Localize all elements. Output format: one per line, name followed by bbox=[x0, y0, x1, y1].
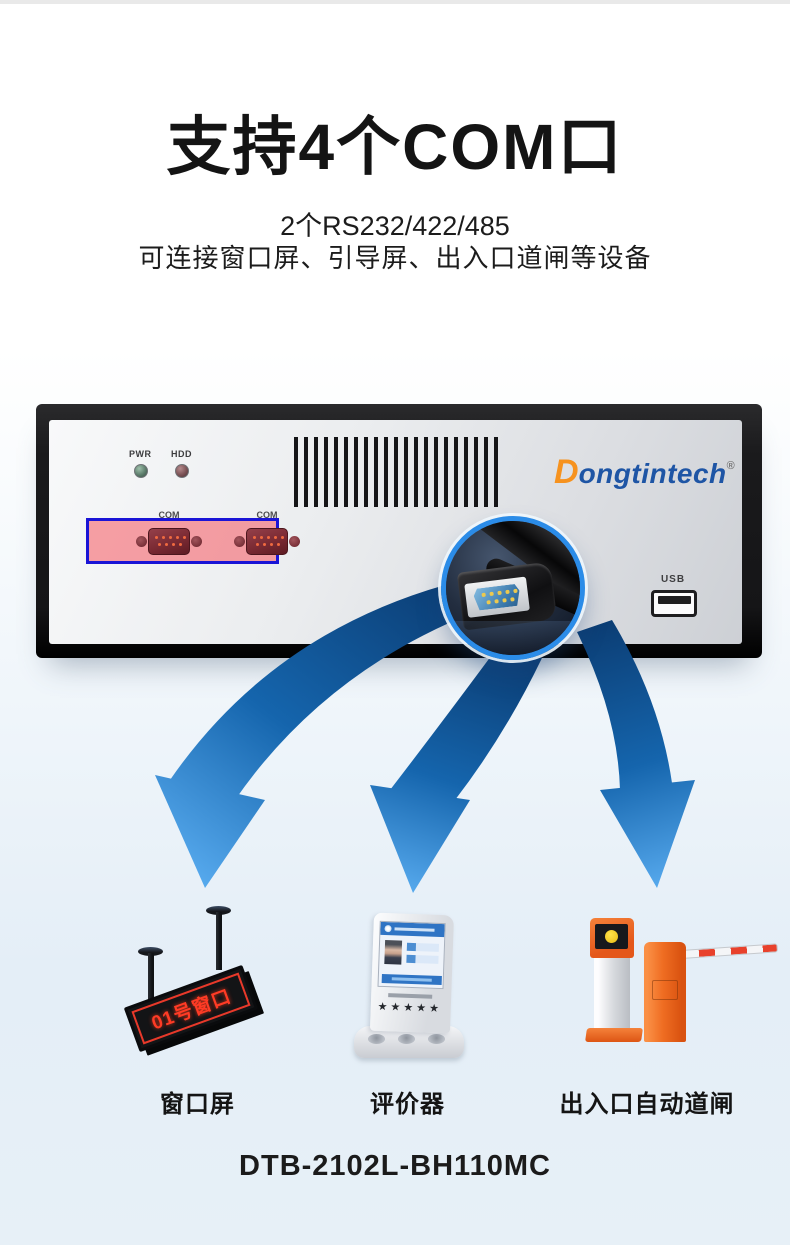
peripheral-label-barrier-gate: 出入口自动道闸 bbox=[559, 1091, 735, 1118]
peripheral-label-window-display: 窗口屏 bbox=[160, 1091, 235, 1118]
rating-caption-line bbox=[388, 993, 433, 999]
subtitle-line-2: 可连接窗口屏、引导屏、出入口道闸等设备 bbox=[138, 243, 652, 273]
staff-info-line bbox=[406, 954, 439, 964]
rating-stars: ★★★★★ bbox=[377, 1000, 443, 1016]
emblem-icon bbox=[384, 925, 392, 933]
connector-faceplate bbox=[464, 576, 530, 618]
hanger-rod bbox=[148, 953, 154, 1001]
industrial-pc: PWR HDD COM COM bbox=[36, 404, 762, 658]
brand-logo: Dongtintech® bbox=[554, 453, 739, 492]
barrier-cabinet bbox=[644, 942, 686, 1042]
com-port-label: COM bbox=[256, 510, 278, 520]
subtitle-line-1: 2个RS232/422/485 bbox=[280, 211, 510, 241]
top-divider bbox=[0, 0, 790, 4]
barrier-arm bbox=[681, 943, 779, 959]
hanger-rod bbox=[216, 912, 222, 970]
usb-tongue bbox=[658, 596, 691, 604]
evaluator-button bbox=[428, 1034, 445, 1044]
screw-ear bbox=[136, 536, 147, 547]
led-display-panel: 01号窗口 bbox=[123, 964, 259, 1053]
registered-trademark-icon: ® bbox=[726, 460, 735, 472]
screw-ear bbox=[289, 536, 300, 547]
evaluator-screen bbox=[377, 920, 446, 990]
serial-port-icon bbox=[136, 528, 202, 556]
screen-header bbox=[380, 921, 445, 938]
screen-header-text bbox=[394, 927, 435, 932]
serial-cable-callout bbox=[441, 516, 585, 660]
com-port-label: COM bbox=[158, 510, 180, 520]
com-highlight-box: COM COM bbox=[86, 510, 300, 564]
ticket-kiosk-head bbox=[590, 918, 634, 958]
ceiling-mount-icon bbox=[206, 906, 231, 915]
usb-label: USB bbox=[660, 574, 686, 585]
staff-photo bbox=[384, 940, 403, 965]
db9-body bbox=[246, 528, 288, 555]
arrow-left-icon bbox=[155, 585, 480, 888]
brand-name: ongtintech bbox=[578, 458, 727, 489]
rating-area: ★★★★★ bbox=[371, 993, 450, 1016]
pwr-led-label: PWR bbox=[129, 449, 152, 459]
brand-initial: D bbox=[554, 453, 579, 491]
evaluator-button bbox=[368, 1034, 385, 1044]
staff-info-line bbox=[406, 942, 440, 952]
ceiling-mount-icon bbox=[138, 947, 163, 956]
peripheral-evaluator: ★★★★★ bbox=[350, 898, 472, 1062]
vent-grille-icon bbox=[294, 437, 500, 507]
db9-body bbox=[148, 528, 190, 555]
screw-ear bbox=[234, 536, 245, 547]
serial-port-icon bbox=[234, 528, 300, 556]
cabinet-seam bbox=[652, 980, 678, 1000]
usb-port-icon bbox=[651, 590, 697, 617]
callout-reflection bbox=[446, 621, 580, 655]
model-number: DTB-2102L-BH110MC bbox=[239, 1150, 551, 1182]
arrow-middle-icon bbox=[370, 648, 542, 893]
peripheral-barrier-gate bbox=[560, 900, 788, 1082]
hdd-led-label: HDD bbox=[171, 449, 192, 459]
screen-banner bbox=[381, 973, 442, 986]
connection-arrows bbox=[155, 585, 695, 893]
kiosk-panel bbox=[595, 924, 628, 949]
ticket-kiosk-base bbox=[585, 1028, 643, 1042]
evaluator-button bbox=[398, 1034, 415, 1044]
page-title: 支持4个COM口 bbox=[166, 111, 624, 183]
hdd-led-icon bbox=[175, 464, 189, 478]
ticket-kiosk-column bbox=[594, 958, 630, 1030]
evaluator-body: ★★★★★ bbox=[369, 912, 455, 1034]
peripheral-label-evaluator: 评价器 bbox=[370, 1091, 445, 1118]
peripheral-window-display: 01号窗口 bbox=[120, 900, 280, 1065]
screw-ear bbox=[191, 536, 202, 547]
d-sub-shell bbox=[473, 583, 521, 610]
evaluator-base bbox=[354, 1026, 464, 1058]
kiosk-button-icon bbox=[605, 930, 618, 943]
pwr-led-icon bbox=[134, 464, 148, 478]
arrow-right-icon bbox=[577, 620, 695, 888]
